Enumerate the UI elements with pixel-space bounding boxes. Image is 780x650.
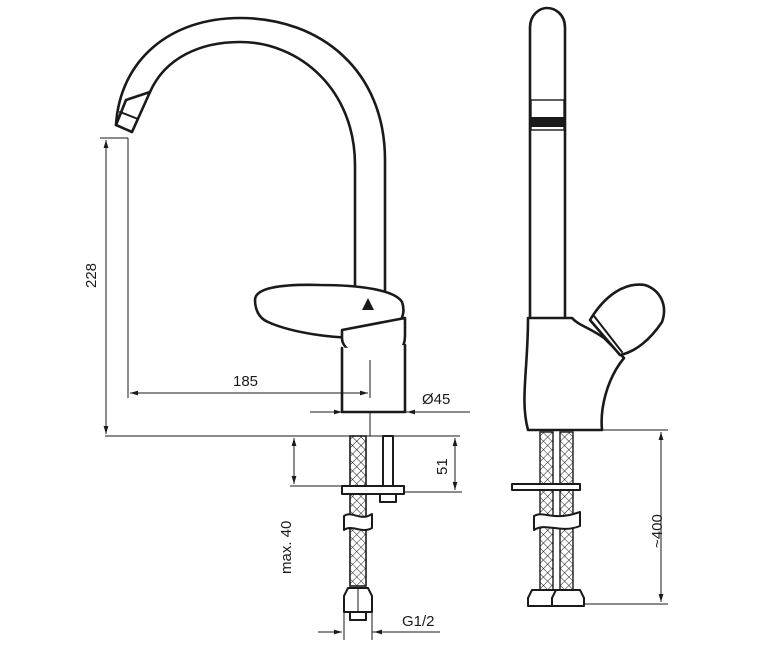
dim-185-label: 185	[233, 373, 258, 390]
side-spout	[528, 6, 567, 322]
dim-diameter-label: Ø45	[422, 391, 450, 408]
faucet-body	[340, 343, 407, 414]
logo-icon	[362, 298, 374, 310]
fixing-plate	[341, 485, 405, 495]
side-body	[523, 316, 626, 432]
spout-inner	[148, 40, 357, 292]
dim-400-label: ~400	[649, 514, 666, 548]
dim-max40-label: max. 40	[278, 521, 295, 574]
spout-outer	[114, 16, 387, 302]
front-view: 228 185 Ø45 51 max. 40 G1/2	[83, 16, 470, 640]
side-view: ~400	[511, 6, 668, 607]
side-lever-knob	[588, 283, 666, 357]
dim-228-label: 228	[83, 263, 100, 288]
mounting-stud	[382, 435, 394, 493]
dim-51-label: 51	[434, 458, 451, 475]
spout-tip	[114, 90, 152, 134]
dim-g12-label: G1/2	[402, 613, 435, 630]
